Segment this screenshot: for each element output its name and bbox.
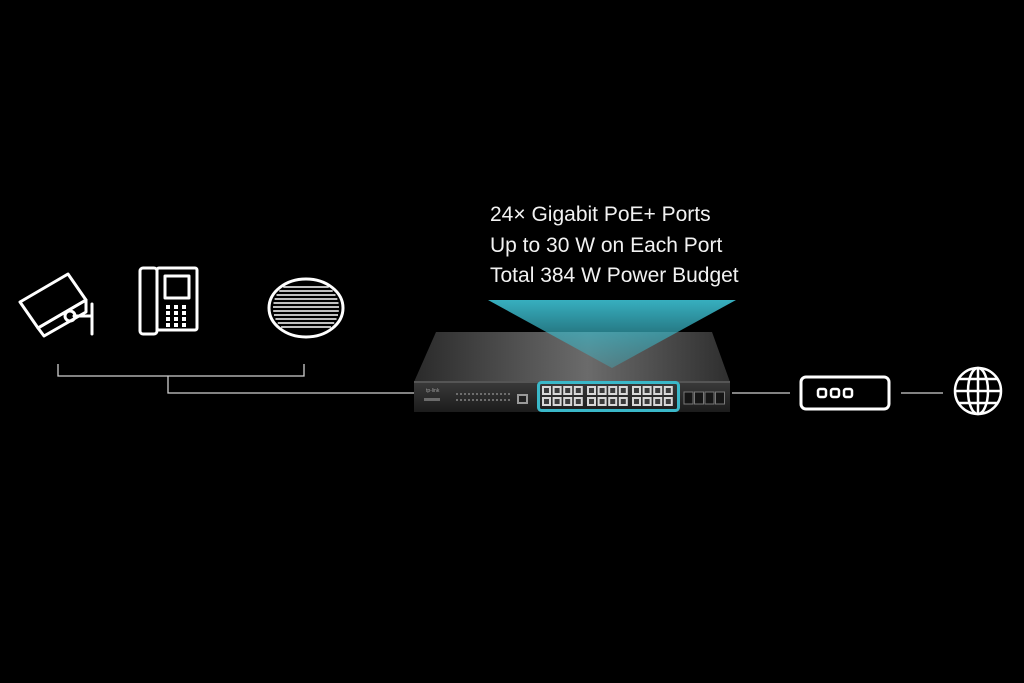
keypad-key	[166, 311, 170, 315]
led	[460, 399, 462, 401]
keypad-key	[174, 317, 178, 321]
keypad-key	[166, 323, 170, 327]
rj45-port-socket	[620, 388, 626, 393]
rj45-port-socket	[655, 399, 661, 404]
rj45-port-socket	[589, 388, 594, 393]
led	[492, 399, 494, 401]
led	[464, 393, 466, 395]
led	[492, 393, 494, 395]
keypad-key	[166, 317, 170, 321]
rj45-port-socket	[544, 388, 549, 393]
keypad-key	[182, 311, 186, 315]
rj45-port-socket	[544, 399, 549, 404]
led	[464, 399, 466, 401]
led	[504, 399, 506, 401]
rj45-port-socket	[575, 399, 581, 404]
rj45-port-socket	[565, 399, 571, 404]
keypad-key	[174, 323, 178, 327]
led	[456, 393, 458, 395]
led	[508, 393, 510, 395]
led	[472, 393, 474, 395]
sfp-slots	[683, 391, 725, 405]
led	[484, 393, 486, 395]
led	[500, 393, 502, 395]
rj45-port-socket	[554, 388, 560, 393]
led	[500, 399, 502, 401]
feature-caption: 24× Gigabit PoE+ Ports Up to 30 W on Eac…	[490, 200, 739, 292]
led	[472, 399, 474, 401]
led	[488, 399, 490, 401]
sfp-slot	[694, 391, 704, 405]
rj45-port-socket	[620, 399, 626, 404]
rj45-port-socket	[599, 388, 605, 393]
led	[480, 399, 482, 401]
globe-icon	[953, 366, 1003, 416]
access-point-icon	[267, 277, 345, 339]
led	[484, 399, 486, 401]
poe-ports-highlight	[537, 381, 680, 412]
keypad-key	[166, 305, 170, 309]
camera-icon	[18, 272, 94, 338]
keypad-key	[174, 305, 178, 309]
led	[460, 393, 462, 395]
rj45-port-socket	[610, 399, 616, 404]
rj45-port-socket	[665, 399, 671, 404]
rj45-port-socket	[575, 388, 581, 393]
rj45-ports	[542, 386, 673, 406]
led	[476, 399, 478, 401]
desk-phone-icon	[138, 266, 199, 336]
keypad-key	[174, 311, 178, 315]
sfp-slot	[704, 391, 715, 405]
sfp-slot	[715, 391, 725, 405]
keypad-key	[182, 305, 186, 309]
caption-line-power-budget: Total 384 W Power Budget	[490, 264, 739, 287]
rj45-port-socket	[634, 388, 639, 393]
rj45-port-socket	[589, 399, 594, 404]
router-icon	[799, 375, 891, 411]
led	[468, 399, 470, 401]
caption-line-ports: 24× Gigabit PoE+ Ports	[490, 203, 711, 226]
rj45-port-socket	[565, 388, 571, 393]
rj45-port-socket	[644, 399, 650, 404]
poe-switch: tp-link	[414, 332, 730, 412]
status-leds	[456, 393, 510, 401]
highlight-beam	[488, 300, 736, 368]
led	[476, 393, 478, 395]
rj45-port-socket	[634, 399, 639, 404]
led	[496, 399, 498, 401]
led	[488, 393, 490, 395]
connection-lines	[57, 364, 943, 394]
led	[508, 399, 510, 401]
keypad-key	[182, 317, 186, 321]
sfp-slot	[683, 391, 694, 405]
bracket-stem-line	[167, 376, 414, 394]
rj45-port-socket	[599, 399, 605, 404]
rj45-port-socket	[610, 388, 616, 393]
led	[496, 393, 498, 395]
bracket-line	[57, 364, 305, 377]
rj45-port-socket	[554, 399, 560, 404]
led	[504, 393, 506, 395]
brand-logo: tp-link	[426, 388, 440, 394]
led	[480, 393, 482, 395]
rj45-port-socket	[665, 388, 671, 393]
rj45-port-socket	[655, 388, 661, 393]
keypad-key	[182, 323, 186, 327]
led	[468, 393, 470, 395]
led	[456, 399, 458, 401]
caption-line-per-port-power: Up to 30 W on Each Port	[490, 233, 723, 257]
rj45-port-socket	[644, 388, 650, 393]
